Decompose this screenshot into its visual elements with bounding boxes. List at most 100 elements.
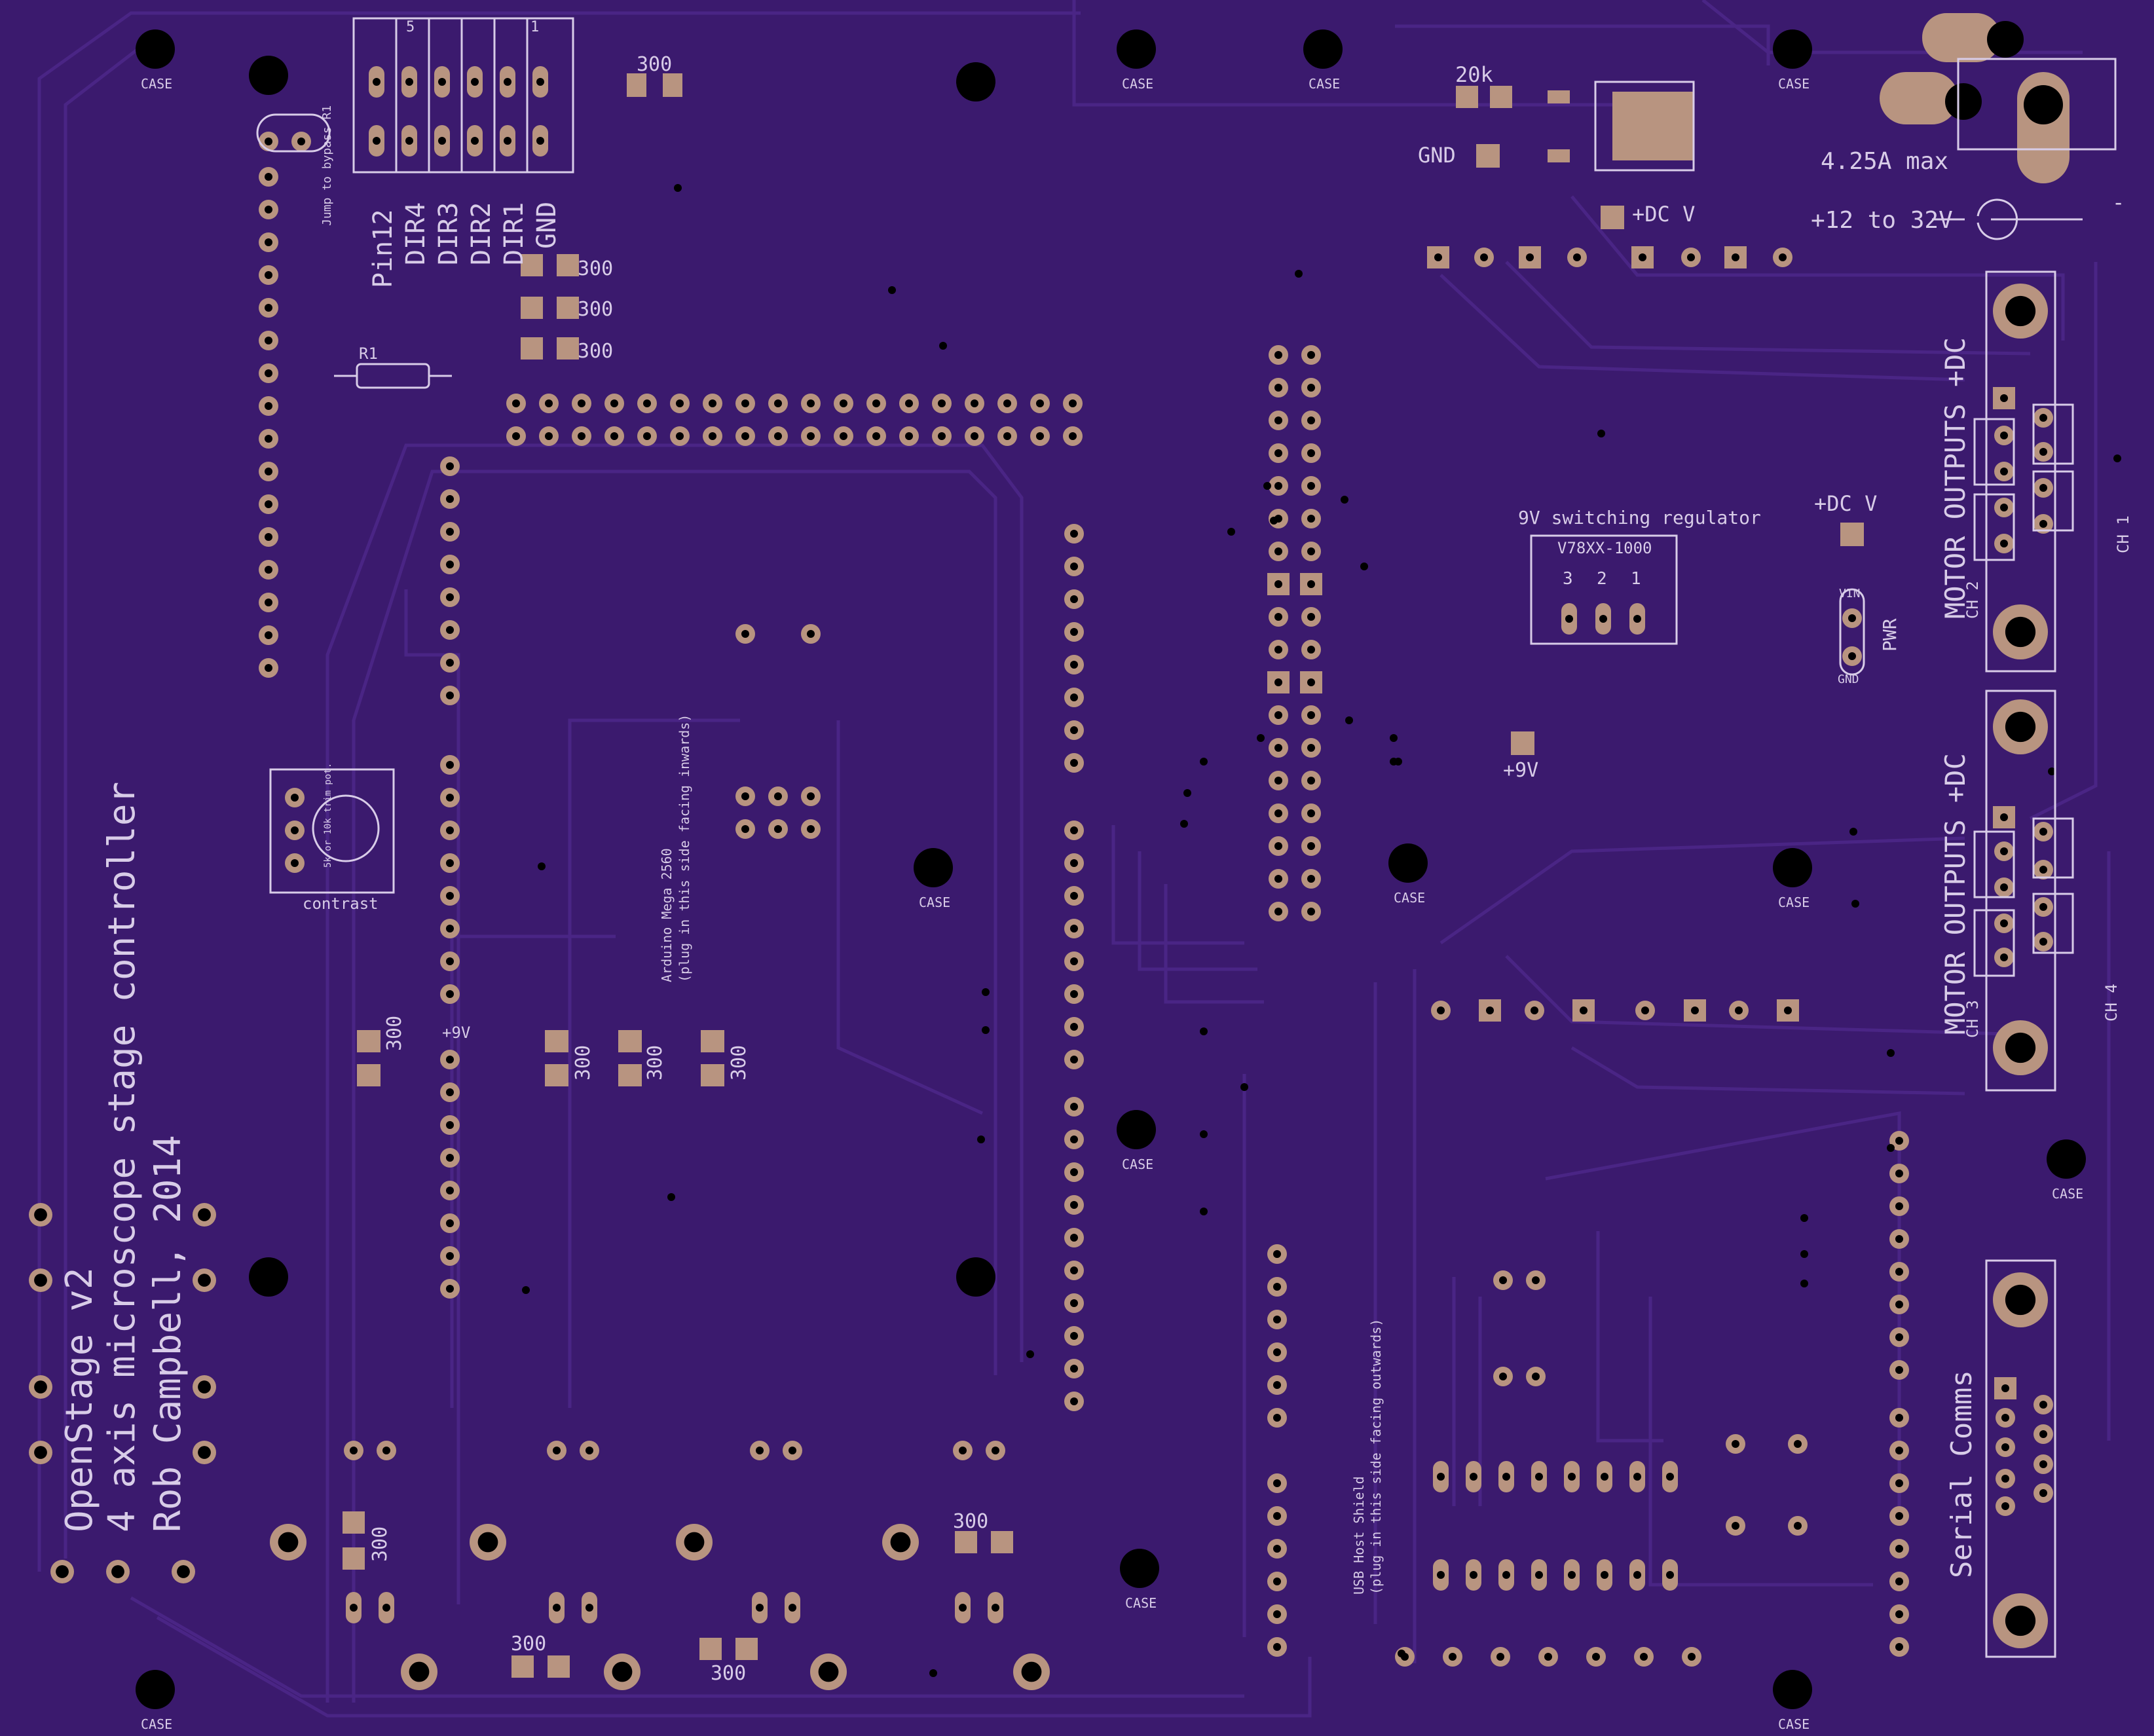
label-gnd: GND <box>1418 143 1456 168</box>
smd-pad <box>627 73 646 97</box>
drill-hole <box>890 1532 911 1553</box>
drill-hole <box>2000 468 2008 475</box>
drill-hole <box>1273 1512 1281 1520</box>
label-dir1: DIR1 <box>499 202 529 265</box>
via <box>1257 734 1265 742</box>
via <box>1345 716 1353 724</box>
drill-hole <box>1070 925 1078 933</box>
drill-hole <box>409 1661 430 1682</box>
drill-hole <box>446 990 454 998</box>
drill-hole <box>265 337 272 344</box>
via <box>1398 1650 1405 1657</box>
mounting-hole <box>136 1670 175 1709</box>
drill-hole <box>265 238 272 246</box>
via <box>1183 789 1191 797</box>
smd-pad <box>991 1531 1013 1553</box>
drill-hole <box>840 399 847 407</box>
drill-hole <box>1307 416 1315 424</box>
drill-hole <box>1592 1653 1600 1661</box>
drill-hole <box>198 1380 211 1394</box>
drill-hole <box>1273 1578 1281 1585</box>
drill-hole <box>1437 1571 1445 1579</box>
drill-hole <box>1274 678 1282 686</box>
drill-hole <box>1307 482 1315 490</box>
mounting-hole <box>1773 1670 1812 1709</box>
mounting-hole <box>956 62 995 102</box>
drill-hole <box>1274 711 1282 719</box>
label-pot: 5k or 10k trim pot. <box>323 763 333 868</box>
mounting-hole <box>1117 29 1156 69</box>
drill-hole <box>545 399 553 407</box>
smd-pad <box>521 297 543 319</box>
label-res-7: 300 <box>728 1045 751 1080</box>
case-label: CASE <box>1122 1156 1153 1172</box>
via <box>1200 758 1208 766</box>
smd-pad <box>1476 144 1500 168</box>
drill-hole <box>56 1565 69 1578</box>
drill-hole <box>2000 504 2008 511</box>
drill-hole <box>971 432 978 440</box>
drill-hole <box>1070 990 1078 998</box>
drill-hole <box>1070 1136 1078 1143</box>
drill-hole <box>1895 1366 1903 1374</box>
drill-hole <box>373 137 381 145</box>
drill-hole <box>2001 1384 2009 1392</box>
drill-hole <box>1021 1661 1042 1682</box>
drill-hole <box>1273 1348 1281 1356</box>
label-res-4: 300 <box>383 1016 406 1051</box>
drill-hole <box>1307 908 1315 915</box>
drill-hole <box>1070 1234 1078 1242</box>
drill-hole <box>1070 1299 1078 1307</box>
drill-hole <box>1307 515 1315 523</box>
drill-hole <box>709 432 716 440</box>
drill-hole <box>1273 1610 1281 1618</box>
drill-hole <box>1307 842 1315 850</box>
drill-hole <box>265 304 272 312</box>
drill-hole <box>1895 1414 1903 1422</box>
via <box>1887 1144 1895 1152</box>
drill-hole <box>585 1604 593 1612</box>
drill-hole <box>1895 1643 1903 1651</box>
drill-hole <box>1526 253 1534 261</box>
smd-pad <box>701 1064 724 1086</box>
smd-pad <box>545 1030 568 1052</box>
drill-hole <box>265 468 272 475</box>
drill-hole <box>709 399 716 407</box>
label-num1: 1 <box>530 19 539 35</box>
drill-hole <box>446 1252 454 1260</box>
drill-hole <box>446 925 454 933</box>
drill-hole <box>446 1121 454 1129</box>
drill-hole <box>959 1604 967 1612</box>
label-reg-part: V78XX-1000 <box>1557 539 1652 557</box>
smd-pad <box>343 1511 365 1534</box>
drill-hole <box>1307 744 1315 752</box>
drill-hole <box>938 432 946 440</box>
drill-hole <box>643 399 651 407</box>
drill-hole <box>1499 1373 1507 1380</box>
drill-hole <box>1274 547 1282 555</box>
label-gnd-col: GND <box>532 202 562 249</box>
smd-pad <box>1511 731 1534 755</box>
mounting-hole <box>1773 29 1812 69</box>
smd-pad <box>955 1531 977 1553</box>
drill-hole <box>1274 482 1282 490</box>
smd-pad <box>545 1064 568 1086</box>
drill-hole <box>198 1208 211 1221</box>
label-num5: 5 <box>406 19 415 35</box>
drill-hole <box>1895 1545 1903 1553</box>
case-label: CASE <box>1778 76 1810 92</box>
drill-hole <box>774 792 782 800</box>
drill-hole <box>1687 253 1695 261</box>
drill-hole <box>1070 1023 1078 1031</box>
drill-hole <box>1470 1473 1477 1481</box>
drill-hole <box>807 792 815 800</box>
drill-hole <box>2039 1489 2047 1497</box>
drill-hole <box>1070 1266 1078 1274</box>
drill-hole <box>1307 580 1315 588</box>
drill-hole <box>1633 1571 1641 1579</box>
label-pin12: Pin12 <box>368 210 398 288</box>
drill-hole <box>512 432 520 440</box>
drill-hole <box>1987 21 2024 58</box>
drill-hole <box>446 495 454 503</box>
drill-hole <box>265 435 272 443</box>
